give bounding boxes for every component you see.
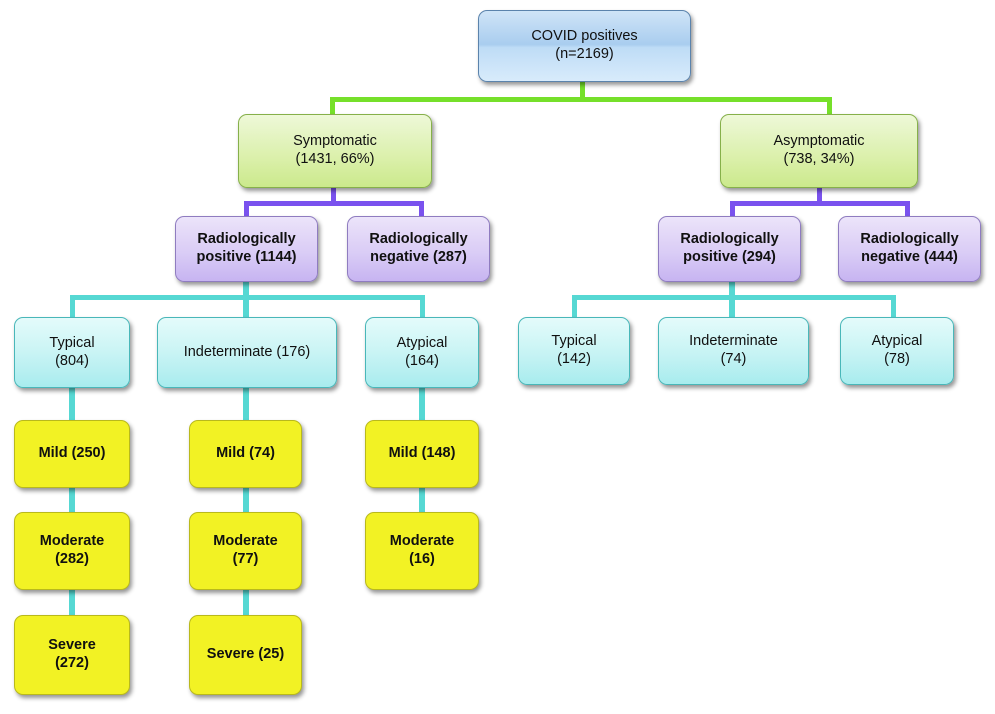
connector-symptomatic-stem	[331, 188, 336, 204]
connector-atypical-to-mild	[419, 388, 425, 421]
connector-asymptomatic-to-radneg	[905, 201, 910, 219]
node-typical-moderate[interactable]: Moderate (282)	[14, 512, 130, 590]
connector-mild-to-moderate-atypical	[419, 488, 425, 513]
connector-root-to-symptomatic	[330, 97, 335, 115]
node-symptomatic-radiologically-negative[interactable]: Radiologically negative (287)	[347, 216, 490, 282]
node-symptomatic-indeterminate[interactable]: Indeterminate (176)	[157, 317, 337, 388]
node-atypical-mild[interactable]: Mild (148)	[365, 420, 479, 488]
connector-symptomatic-bus	[244, 201, 424, 206]
node-asymptomatic-indeterminate[interactable]: Indeterminate (74)	[658, 317, 809, 385]
node-asymptomatic-atypical[interactable]: Atypical (78)	[840, 317, 954, 385]
connector-asymptomatic-bus	[730, 201, 910, 206]
connector-asymradpos-stem	[729, 282, 735, 298]
connector-symradpos-to-typical	[70, 295, 75, 317]
node-indeterminate-severe[interactable]: Severe (25)	[189, 615, 302, 695]
connector-asymradpos-to-atypical	[891, 295, 896, 317]
node-typical-mild[interactable]: Mild (250)	[14, 420, 130, 488]
node-asymptomatic-typical[interactable]: Typical (142)	[518, 317, 630, 385]
connector-root-to-asymptomatic	[827, 97, 832, 115]
connector-symradpos-to-indeterminate	[243, 295, 249, 317]
connector-asymptomatic-stem	[817, 188, 822, 204]
node-atypical-moderate[interactable]: Moderate (16)	[365, 512, 479, 590]
connector-asymradpos-to-typical	[572, 295, 577, 317]
connector-typical-to-mild	[69, 388, 75, 421]
node-asymptomatic[interactable]: Asymptomatic (738, 34%)	[720, 114, 918, 188]
node-indeterminate-moderate[interactable]: Moderate (77)	[189, 512, 302, 590]
node-symptomatic[interactable]: Symptomatic (1431, 66%)	[238, 114, 432, 188]
connector-asymptomatic-to-radpos	[730, 201, 735, 219]
connector-symradpos-to-atypical	[420, 295, 425, 317]
connector-mild-to-moderate-indeterminate	[243, 488, 249, 513]
node-asymptomatic-radiologically-positive[interactable]: Radiologically positive (294)	[658, 216, 801, 282]
connector-symptomatic-to-radpos	[244, 201, 249, 219]
node-symptomatic-radiologically-positive[interactable]: Radiologically positive (1144)	[175, 216, 318, 282]
node-symptomatic-typical[interactable]: Typical (804)	[14, 317, 130, 388]
connector-moderate-to-severe-typical	[69, 590, 75, 616]
connector-moderate-to-severe-indeterminate	[243, 590, 249, 616]
node-indeterminate-mild[interactable]: Mild (74)	[189, 420, 302, 488]
connector-symradpos-stem	[243, 282, 249, 298]
node-symptomatic-atypical[interactable]: Atypical (164)	[365, 317, 479, 388]
connector-mild-to-moderate-typical	[69, 488, 75, 513]
connector-symptomatic-to-radneg	[419, 201, 424, 219]
node-covid-positives[interactable]: COVID positives (n=2169)	[478, 10, 691, 82]
connector-root-bus	[330, 97, 832, 102]
node-typical-severe[interactable]: Severe (272)	[14, 615, 130, 695]
connector-asymradpos-to-indeterminate	[729, 295, 735, 317]
connector-root-stem	[580, 82, 585, 100]
connector-indeterminate-to-mild	[243, 388, 249, 421]
node-asymptomatic-radiologically-negative[interactable]: Radiologically negative (444)	[838, 216, 981, 282]
